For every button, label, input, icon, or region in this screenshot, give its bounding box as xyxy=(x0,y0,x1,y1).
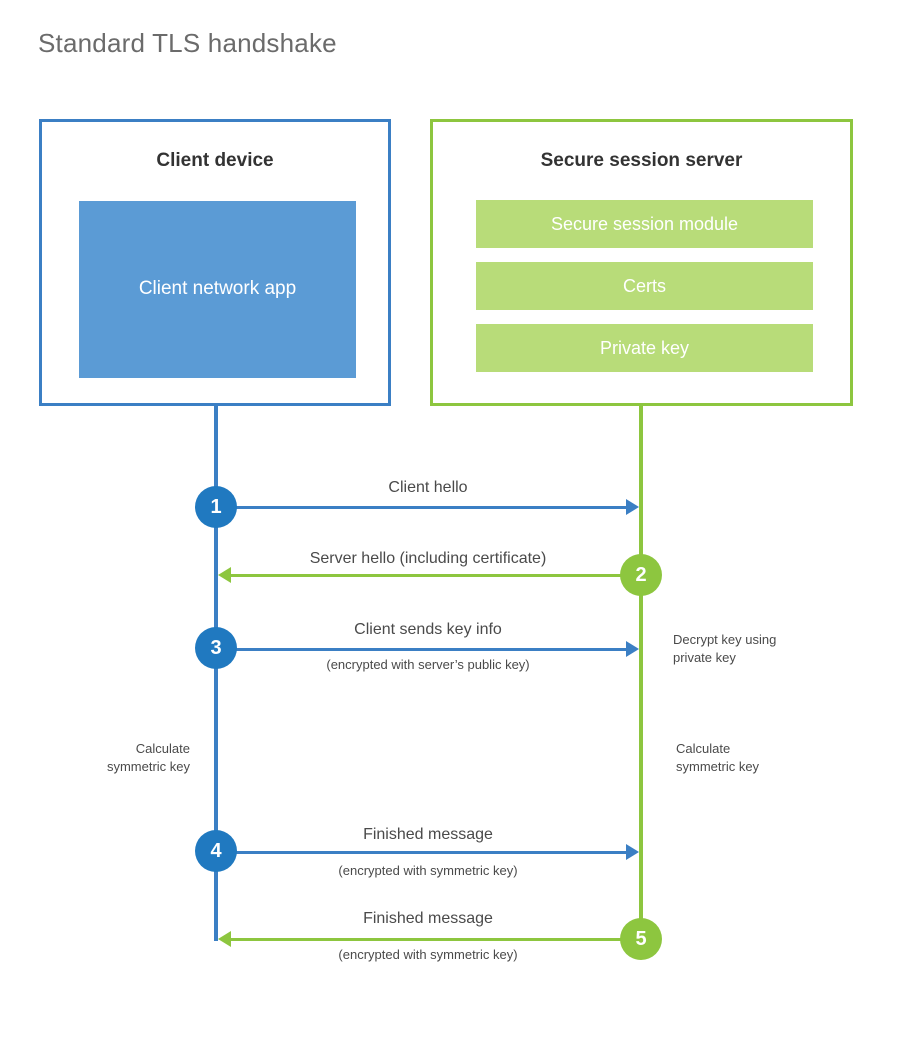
step-3-arrow-line xyxy=(216,648,627,651)
step-2-marker[interactable]: 2 xyxy=(620,554,662,596)
step-4-arrowhead-icon xyxy=(626,844,639,860)
server-lifeline xyxy=(639,406,643,940)
server-calculate-symmetric-key-note: Calculate symmetric key xyxy=(676,740,866,775)
step-4-marker[interactable]: 4 xyxy=(195,830,237,872)
server-calculate-note-line-1: Calculate xyxy=(676,741,731,756)
server-decrypt-note: Decrypt key using private key xyxy=(673,631,863,666)
step-3-sublabel: (encrypted with server’s public key) xyxy=(326,657,530,672)
step-4-arrow-line xyxy=(216,851,627,854)
step-3-marker[interactable]: 3 xyxy=(195,627,237,669)
step-5-arrow-line xyxy=(231,938,641,941)
step-2-arrowhead-icon xyxy=(218,567,231,583)
client-lifeline xyxy=(214,406,218,941)
client-calculate-note-line-2: symmetric key xyxy=(106,758,190,774)
server-decrypt-note-line-1: Decrypt key using xyxy=(673,632,777,647)
step-4-sublabel: (encrypted with symmetric key) xyxy=(338,863,518,878)
step-2-arrow-line xyxy=(231,574,641,577)
server-calculate-note-line-2: symmetric key xyxy=(676,758,760,774)
step-1-marker[interactable]: 1 xyxy=(195,486,237,528)
page-title: Standard TLS handshake xyxy=(38,28,337,58)
step-5-sublabel: (encrypted with symmetric key) xyxy=(338,947,518,962)
step-4-label: Finished message xyxy=(363,826,493,843)
secure-session-server-box: Secure session server Secure session mod… xyxy=(430,119,853,406)
step-5-label: Finished message xyxy=(363,910,493,927)
client-device-box: Client device Client network app xyxy=(39,119,391,406)
step-5-arrowhead-icon xyxy=(218,931,231,947)
step-1-arrow-line xyxy=(216,506,627,509)
secure-session-server-title: Secure session server xyxy=(540,150,743,171)
step-3-label: Client sends key info xyxy=(354,621,502,638)
client-calculate-symmetric-key-note: Calculate symmetric key xyxy=(20,740,190,775)
step-1-label: Client hello xyxy=(388,479,468,496)
server-decrypt-note-line-2: private key xyxy=(673,649,736,665)
server-component-secure-session-module: Secure session module xyxy=(476,200,813,248)
client-network-app-block: Client network app xyxy=(79,201,356,378)
step-3-arrowhead-icon xyxy=(626,641,639,657)
server-component-private-key: Private key xyxy=(476,324,813,372)
step-1-arrowhead-icon xyxy=(626,499,639,515)
server-component-stack: Secure session module Certs Private key xyxy=(476,200,813,372)
client-device-title: Client device xyxy=(156,150,274,171)
step-2-label: Server hello (including certificate) xyxy=(309,550,547,567)
step-5-marker[interactable]: 5 xyxy=(620,918,662,960)
server-component-certs: Certs xyxy=(476,262,813,310)
client-calculate-note-line-1: Calculate xyxy=(135,741,190,756)
